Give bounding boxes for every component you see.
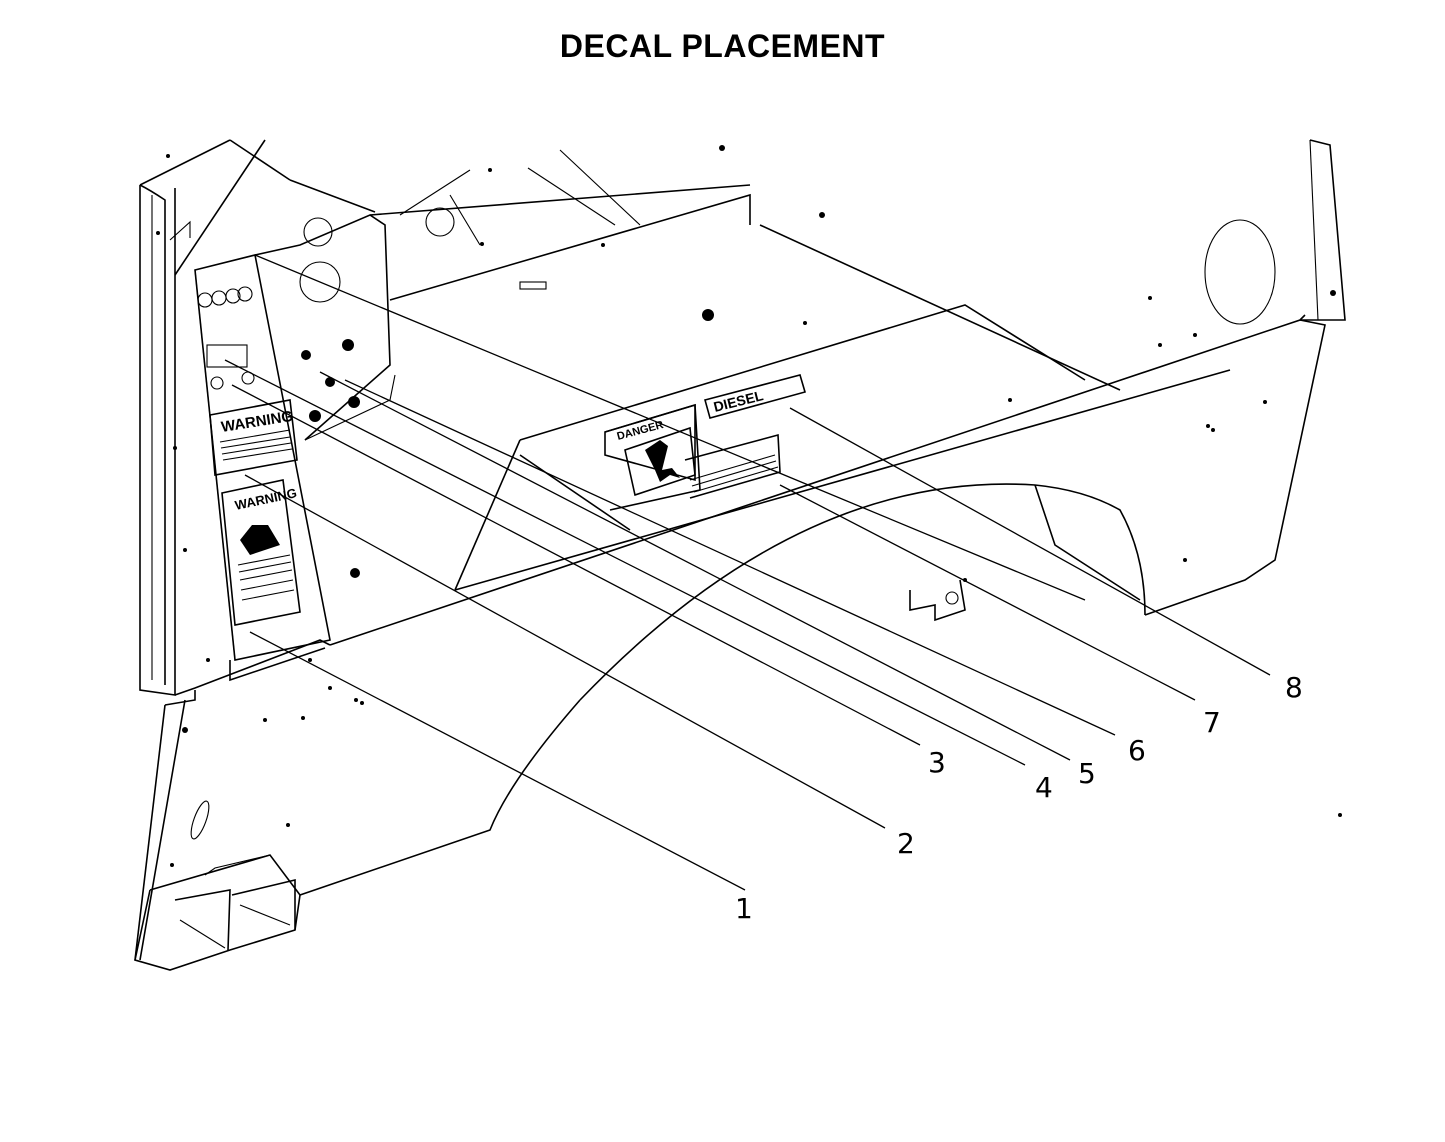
callout-1: 1 (735, 892, 753, 925)
leader-line-8 (789, 407, 1271, 676)
leader-line-3 (231, 384, 921, 746)
leader-line-4 (224, 359, 1026, 766)
diesel-decal: DIESEL (704, 374, 806, 419)
sloped-deck (329, 304, 1306, 646)
page-title: DECAL PLACEMENT (559, 28, 886, 64)
leader-line-1 (249, 631, 746, 891)
callout-numbers: 1 2 3 4 5 6 7 8 (735, 671, 1303, 925)
danger-decal: DANGER (604, 403, 781, 511)
callout-6: 6 (1128, 734, 1146, 767)
leader-line-2 (244, 474, 886, 829)
warning-decal-bottom: WARNING (221, 479, 301, 626)
callout-5: 5 (1078, 757, 1096, 790)
leader-line-6 (344, 379, 1116, 736)
cabinet-interior (229, 139, 1121, 441)
callout-8: 8 (1285, 671, 1303, 704)
right-side-panel (579, 139, 1346, 701)
callout-2: 2 (897, 827, 915, 860)
leader-line-5 (319, 371, 1071, 761)
leader-line-7 (779, 484, 1196, 701)
callout-3: 3 (928, 746, 946, 779)
callout-7: 7 (1203, 706, 1221, 739)
left-frame (139, 139, 331, 706)
leader-lines (224, 254, 1271, 891)
lower-frame (134, 699, 581, 971)
callout-4: 4 (1035, 771, 1053, 804)
warning-decal-top: WARNING (209, 399, 298, 476)
